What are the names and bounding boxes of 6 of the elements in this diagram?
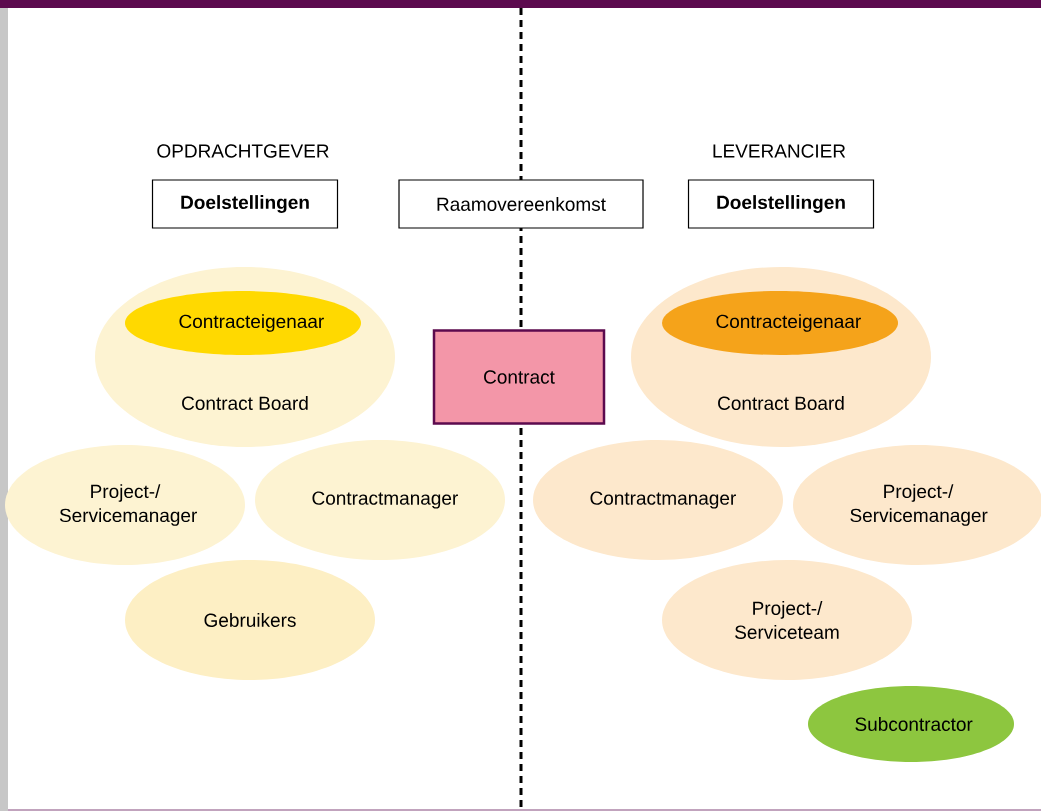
side-heading: OPDRACHTGEVER xyxy=(157,144,329,158)
contract-box: Contract xyxy=(432,329,606,425)
text-box: Raamovereenkomst xyxy=(398,179,644,229)
text-box: Doelstellingen xyxy=(687,179,875,229)
side-heading: LEVERANCIER xyxy=(713,144,846,158)
text-box: Doelstellingen xyxy=(151,179,339,229)
